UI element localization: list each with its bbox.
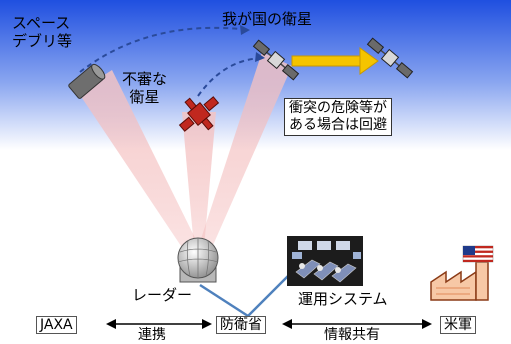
radar-beams: [78, 52, 292, 252]
mod-label: 防衛省: [216, 316, 266, 334]
us-flag-icon: [462, 245, 494, 263]
space-debris-label: スペース デブリ等: [12, 14, 73, 50]
our-satellite-label: 我が国の衛星: [222, 10, 313, 28]
us-forces-label: 米軍: [440, 316, 476, 334]
orbit-trajectories: [79, 25, 266, 97]
radar-label: レーダー: [132, 286, 193, 304]
us-factory-icon: [430, 261, 489, 301]
operation-system-icon: [287, 236, 363, 286]
avoidance-label-1: 衝突の危険等が: [289, 100, 387, 116]
suspicious-satellite-label: 不審な 衛星: [122, 70, 168, 106]
operation-system-label: 運用システム: [298, 290, 388, 308]
avoidance-arrow: [291, 47, 379, 75]
suspicious-satellite-icon: [178, 96, 220, 132]
avoidance-label-2: ある場合は回避: [289, 117, 387, 133]
jaxa-label: JAXA: [36, 316, 77, 334]
info-sharing-label: 情報共有: [324, 327, 380, 343]
info-sharing-arrow: [282, 319, 432, 329]
our-satellite-icon: [252, 37, 414, 81]
debris-icon: [68, 63, 106, 99]
cooperation-label: 連携: [138, 327, 166, 343]
radar-dome-icon: [177, 237, 219, 283]
cooperation-arrow: [106, 319, 212, 329]
avoidance-box: 衝突の危険等が ある場合は回避: [284, 98, 392, 136]
